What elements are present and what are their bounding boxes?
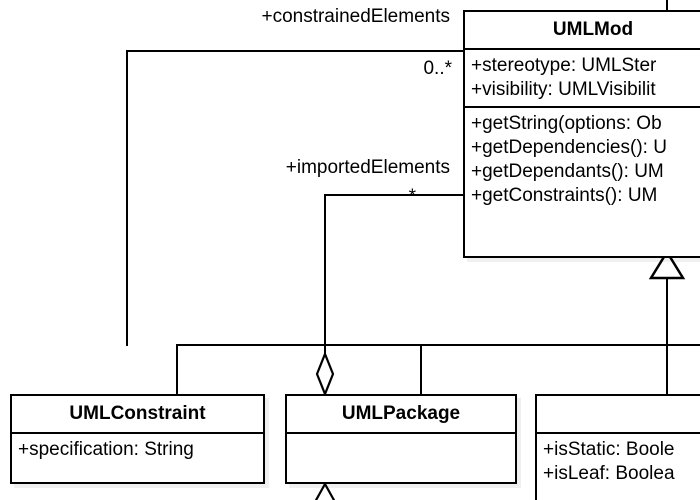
- connector-drop-uml-constraint: [176, 344, 178, 396]
- class-attributes-uml-package: [287, 432, 515, 482]
- class-box-uml-feature[interactable]: +isStatic: Boole +isLeaf: Boolea: [535, 394, 700, 500]
- connector-generalization-bus: [176, 344, 700, 346]
- generalization-arrowhead-icon: [313, 481, 337, 500]
- label-constrained-elements-multiplicity: 0..*: [423, 58, 452, 79]
- connector-imported-elements-horizontal: [324, 194, 465, 196]
- class-title-uml-package: UMLPackage: [341, 403, 461, 424]
- connector-imported-elements-vertical: [324, 194, 326, 369]
- class-box-uml-package[interactable]: UMLPackage: [285, 394, 517, 484]
- attribute-row: +specification: String: [18, 439, 194, 460]
- class-attributes-uml-constraint: +specification: String: [12, 432, 263, 466]
- class-attributes-uml-feature: +isStatic: Boole +isLeaf: Boolea: [537, 432, 700, 490]
- class-operations-uml-model-element: +getString(options: Ob +getDependencies(…: [465, 106, 700, 212]
- connector-top-stub: [666, 0, 668, 12]
- label-constrained-elements-role: +constrainedElements: [261, 6, 450, 27]
- attribute-row: +visibility: UMLVisibilit: [471, 79, 656, 100]
- attribute-row: +isStatic: Boole: [543, 439, 675, 460]
- class-title-uml-constraint: UMLConstraint: [69, 403, 206, 424]
- attribute-row: +stereotype: UMLSter: [471, 55, 657, 76]
- generalization-triangle-icon: [648, 249, 686, 280]
- class-title-uml-feature: [537, 396, 700, 432]
- connector-constrained-elements-vertical: [126, 50, 128, 346]
- label-imported-elements-multiplicity: *: [408, 186, 416, 207]
- connector-constrained-elements-horizontal: [126, 50, 465, 52]
- operation-row: +getString(options: Ob: [471, 113, 662, 134]
- label-imported-elements-role: +importedElements: [285, 157, 450, 178]
- attribute-row: +isLeaf: Boolea: [543, 463, 675, 484]
- class-title-uml-model-element: UMLMod: [552, 19, 634, 40]
- connector-drop-uml-package: [420, 344, 422, 396]
- aggregation-diamond-icon: [314, 351, 336, 397]
- operation-row: +getConstraints(): UM: [471, 185, 658, 206]
- operation-row: +getDependencies(): U: [471, 137, 667, 158]
- operation-row: +getDependants(): UM: [471, 161, 664, 182]
- class-attributes-uml-model-element: +stereotype: UMLSter +visibility: UMLVis…: [465, 48, 700, 106]
- connector-generalization-spine: [666, 278, 668, 396]
- class-box-uml-model-element[interactable]: UMLMod +stereotype: UMLSter +visibility:…: [463, 10, 700, 258]
- class-box-uml-constraint[interactable]: UMLConstraint +specification: String: [10, 394, 265, 484]
